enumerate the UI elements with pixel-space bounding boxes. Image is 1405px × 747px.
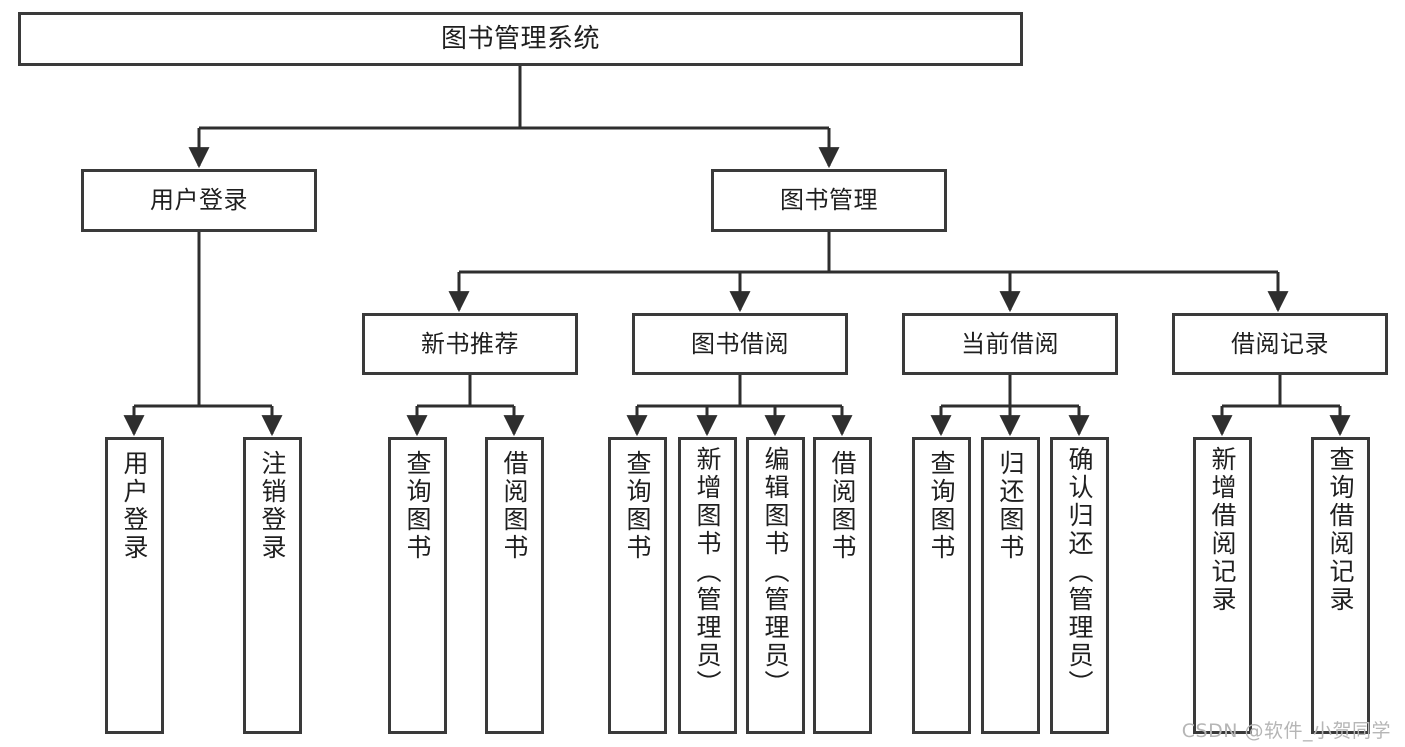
leaf-new-book-borrow-label: 借阅图书 (500, 450, 529, 562)
csdn-watermark: CSDN @软件_小贺同学 (1181, 720, 1391, 742)
leaf-current-borrow-query[interactable]: 查询图书 (912, 437, 971, 734)
node-new-book-recommend-label: 新书推荐 (421, 329, 519, 358)
leaf-borrow-record-query-label: 查询借阅记录 (1326, 446, 1355, 614)
node-root-label: 图书管理系统 (440, 23, 600, 54)
leaf-book-borrow-borrow-label: 借阅图书 (828, 450, 857, 562)
node-book-management[interactable]: 图书管理 (711, 169, 947, 232)
leaf-book-borrow-query-label: 查询图书 (623, 450, 652, 562)
leaf-user-login-logout[interactable]: 注销登录 (243, 437, 302, 734)
leaf-book-borrow-query[interactable]: 查询图书 (608, 437, 667, 734)
node-book-borrow[interactable]: 图书借阅 (632, 313, 848, 375)
leaf-new-book-query[interactable]: 查询图书 (388, 437, 447, 734)
node-root[interactable]: 图书管理系统 (18, 12, 1023, 66)
leaf-book-borrow-edit[interactable]: 编辑图书（管理员） (746, 437, 805, 734)
leaf-user-login-logout-label: 注销登录 (258, 450, 287, 562)
node-current-borrow[interactable]: 当前借阅 (902, 313, 1118, 375)
node-book-management-label: 图书管理 (780, 186, 878, 215)
node-user-login[interactable]: 用户登录 (81, 169, 317, 232)
leaf-book-borrow-edit-label: 编辑图书（管理员） (761, 446, 790, 698)
leaf-book-borrow-borrow[interactable]: 借阅图书 (813, 437, 872, 734)
leaf-user-login-login[interactable]: 用户登录 (105, 437, 164, 734)
leaf-book-borrow-add-label: 新增图书（管理员） (693, 446, 722, 698)
leaf-borrow-record-add-label: 新增借阅记录 (1208, 446, 1237, 614)
leaf-book-borrow-add[interactable]: 新增图书（管理员） (678, 437, 737, 734)
leaf-current-borrow-return[interactable]: 归还图书 (981, 437, 1040, 734)
leaf-current-borrow-confirm-return[interactable]: 确认归还（管理员） (1050, 437, 1109, 734)
node-borrow-record-label: 借阅记录 (1231, 329, 1329, 358)
node-new-book-recommend[interactable]: 新书推荐 (362, 313, 578, 375)
leaf-new-book-query-label: 查询图书 (403, 450, 432, 562)
node-book-borrow-label: 图书借阅 (691, 329, 789, 358)
leaf-current-borrow-query-label: 查询图书 (927, 450, 956, 562)
leaf-current-borrow-return-label: 归还图书 (996, 450, 1025, 562)
leaf-new-book-borrow[interactable]: 借阅图书 (485, 437, 544, 734)
node-user-login-label: 用户登录 (150, 186, 248, 215)
node-borrow-record[interactable]: 借阅记录 (1172, 313, 1388, 375)
leaf-borrow-record-query[interactable]: 查询借阅记录 (1311, 437, 1370, 734)
node-current-borrow-label: 当前借阅 (961, 329, 1059, 358)
leaf-current-borrow-confirm-return-label: 确认归还（管理员） (1065, 446, 1094, 698)
leaf-borrow-record-add[interactable]: 新增借阅记录 (1193, 437, 1252, 734)
leaf-user-login-login-label: 用户登录 (120, 450, 149, 562)
